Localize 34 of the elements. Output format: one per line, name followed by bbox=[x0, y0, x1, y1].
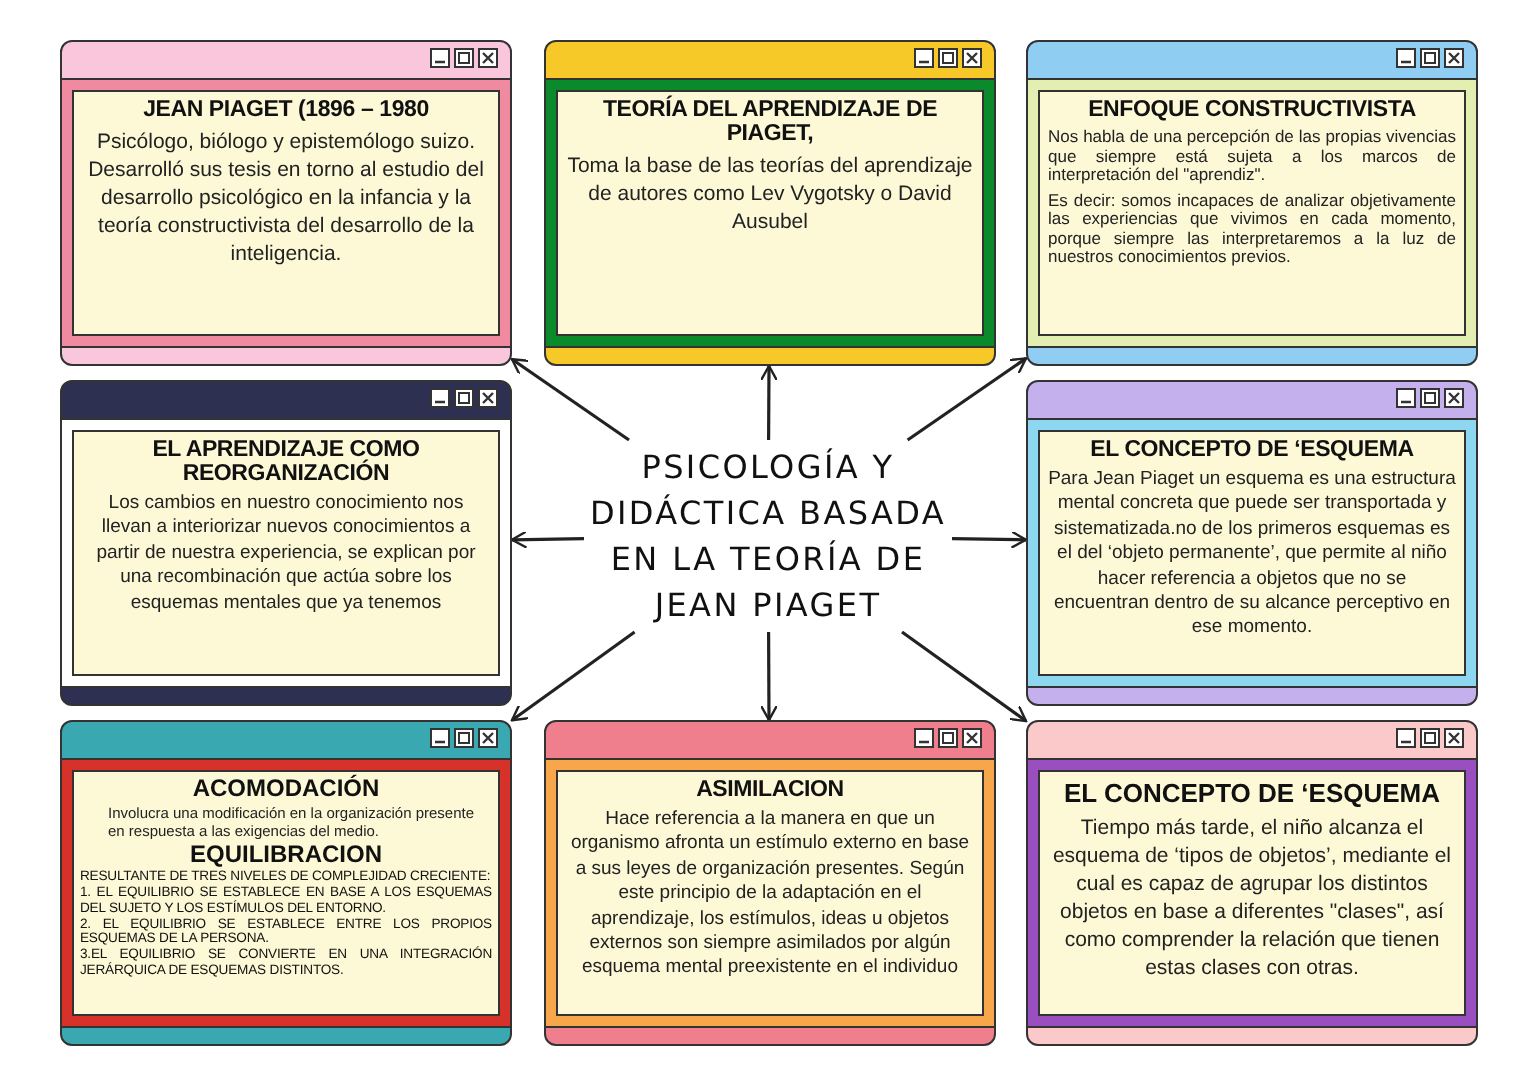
window-card bbox=[60, 720, 512, 1046]
body-text: Psicólogo, biólogo y epistemólogo suizo. Desarrolló sus tesis en torno al estudio del desarrollo psicológico en la infancia y la teoría constructivista del desarrollo de la inteligencia. bbox=[86, 128, 486, 268]
arrow bbox=[951, 530, 1028, 549]
window-card bbox=[1026, 720, 1478, 1046]
heading: ACOMODACIÓN bbox=[192, 776, 380, 802]
window-card bbox=[1026, 380, 1478, 706]
body-text: Los cambios en nuestro conocimiento nos llevan a interiorizar nuevos conocimientos a partir de nuestra experiencia, se explican por una recombinación que actúa sobre los esquemas mentales que ya tenemos bbox=[94, 492, 478, 617]
window-card bbox=[60, 380, 512, 706]
arrow bbox=[510, 630, 636, 722]
window-card bbox=[60, 40, 512, 366]
heading: TEORÍA DEL APRENDIZAJE DE PIAGET, bbox=[600, 98, 940, 146]
heading: EL CONCEPTO DE ‘ESQUEMA bbox=[1063, 778, 1441, 808]
central-topic: PSICOLOGÍA Y DIDÁCTICA BASADA EN LA TEORÍA DE JEAN PIAGET bbox=[584, 440, 952, 632]
arrow bbox=[906, 357, 1028, 442]
window-card bbox=[1026, 40, 1478, 366]
heading: EL APRENDIZAJE COMO REORGANIZACIÓN bbox=[150, 438, 422, 486]
body-text: Para Jean Piaget un esquema es una estructura mental concreta que puede ser transportada y sistematizada.no de los primeros esquemas es el del ‘objeto permanente’, que permite al niño hacer referencia a objetos que no se encuentran dentro de su alcance perceptivo en ese momento. bbox=[1048, 468, 1456, 642]
arrow bbox=[759, 364, 779, 440]
arrow bbox=[510, 357, 630, 442]
heading: EQUILIBRACION bbox=[190, 842, 382, 868]
body-text: Tiempo más tarde, el niño alcanza el esquema de ‘tipos de objetos’, mediante el cual es capaz de agrupar los distintos objetos en base a diferentes "clases", así como comprender la relación que tienen estas clases con otras. bbox=[1050, 814, 1454, 982]
body-text: Es decir: somos incapaces de analizar objetivamente las experiencias que vivimos en cada momento, porque siempre las interpretaremos a la luz de nuestros conocimientos previos. bbox=[1048, 191, 1456, 267]
window-card bbox=[544, 720, 996, 1046]
window-card bbox=[544, 40, 996, 366]
heading: ASIMILACION bbox=[696, 778, 844, 802]
heading: JEAN PIAGET (1896 – 1980 bbox=[143, 98, 429, 122]
body-text: Hace referencia a la manera en que un organismo afronta un estímulo externo en base a sus leyes de organización presentes. Según este principio de la adaptación en el aprendizaje, los estímulos, ideas u objetos externos son siempre asimilados por algún esquema mental preexistente en el individuo bbox=[568, 808, 972, 982]
arrow bbox=[510, 530, 585, 549]
heading: ENFOQUE CONSTRUCTIVISTA bbox=[1088, 98, 1416, 122]
body-text: Toma la base de las teorías del aprendizaje de autores como Lev Vygotsky o David Ausubel bbox=[566, 152, 974, 236]
body-text: Nos habla de una percepción de las propias vivencias que siempre está sujeta a los marcos de interpretación del "aprendiz". bbox=[1048, 128, 1456, 185]
arrow bbox=[759, 632, 779, 722]
arrow bbox=[901, 630, 1028, 723]
heading: EL CONCEPTO DE ‘ESQUEMA bbox=[1090, 438, 1414, 462]
